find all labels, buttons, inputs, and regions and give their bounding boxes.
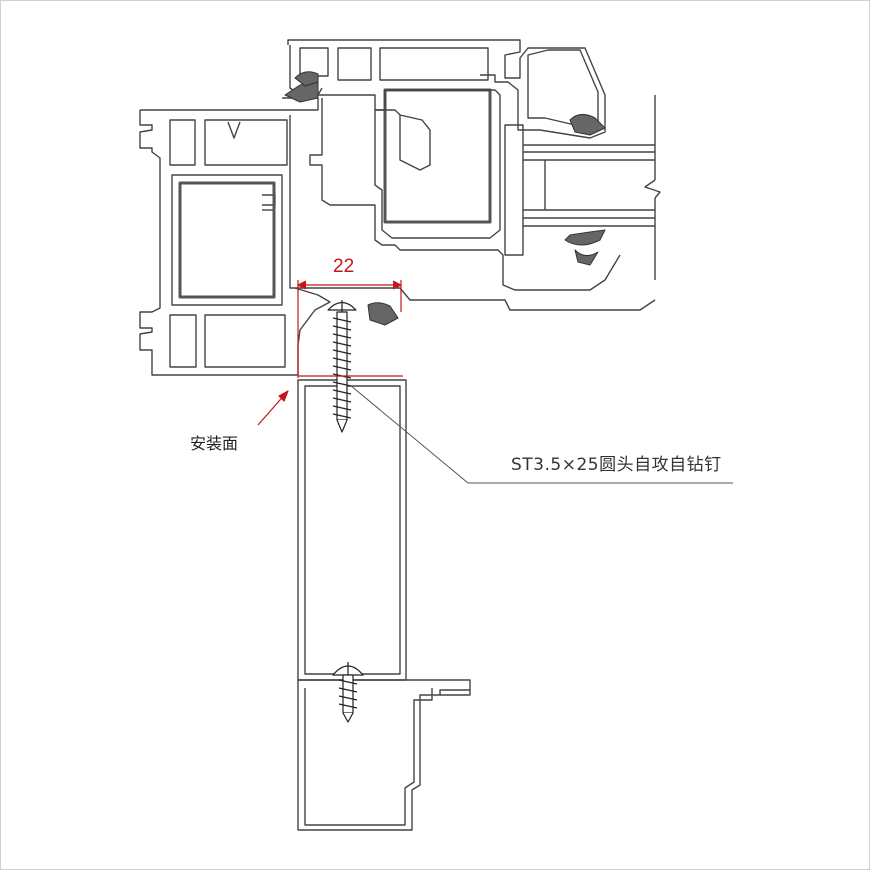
gaskets — [284, 71, 606, 326]
screw-bottom — [332, 662, 364, 723]
screw-leader — [349, 384, 733, 484]
glass-unit — [504, 95, 661, 280]
screw-top — [327, 300, 357, 433]
dimension-lines — [257, 280, 403, 426]
frame-profile — [139, 97, 331, 376]
center-profile — [295, 89, 656, 311]
install-surface-label: 安装面 — [190, 434, 239, 453]
dimension-label: 22 — [333, 256, 355, 277]
screw-label: ST3.5×25圆头自攻自钻钉 — [511, 455, 722, 475]
extension-profile — [297, 379, 471, 831]
